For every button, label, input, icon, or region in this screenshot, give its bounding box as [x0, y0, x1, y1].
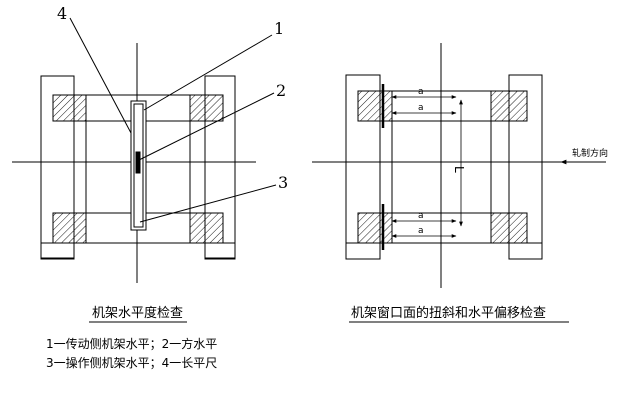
right-fig-right-foot [508, 242, 543, 260]
right-fig-left-foot [345, 242, 381, 260]
right-housing-foot [204, 242, 236, 260]
right-fig-lower-chock-right [490, 212, 528, 244]
lower-chock-left [52, 212, 87, 244]
leader-line-1 [143, 34, 273, 111]
frame-levelness-figure [12, 17, 277, 283]
legend-line-1: 1一传动侧机架水平；2一方水平 [46, 336, 217, 351]
right-fig-upper-chock-right [490, 90, 528, 122]
long-straight-edge-inner [133, 103, 144, 228]
rolling-direction-label: 轧制方向 [572, 147, 608, 159]
leader-line-3 [139, 184, 277, 223]
right-figure-caption: 机架窗口面的扭斜和水平偏移检查 [351, 305, 546, 321]
callout-2: 2 [276, 81, 286, 100]
callout-3: 3 [278, 173, 288, 192]
leader-line-4 [69, 17, 132, 134]
gap-label-1: a [418, 87, 424, 97]
upper-chock-right [189, 94, 224, 122]
left-figure-caption: 机架水平度检查 [92, 305, 183, 321]
gap-label-4: a [418, 226, 424, 236]
l-dimension-label: L [452, 166, 466, 173]
legend-line-2: 3一操作侧机架水平；4一长平尺 [46, 355, 217, 370]
callout-4: 4 [57, 4, 67, 23]
window-skew-figure [312, 43, 606, 288]
right-fig-upper-chock-left [357, 90, 393, 122]
gap-label-3: a [418, 211, 424, 221]
upper-chock-left [52, 94, 87, 122]
leader-line-2 [138, 92, 275, 161]
square-level [135, 151, 141, 174]
callout-1: 1 [274, 19, 284, 38]
left-housing-foot [40, 242, 75, 260]
right-fig-lower-chock-left [357, 212, 393, 244]
gap-label-2: a [418, 103, 424, 113]
lower-chock-right [189, 212, 224, 244]
